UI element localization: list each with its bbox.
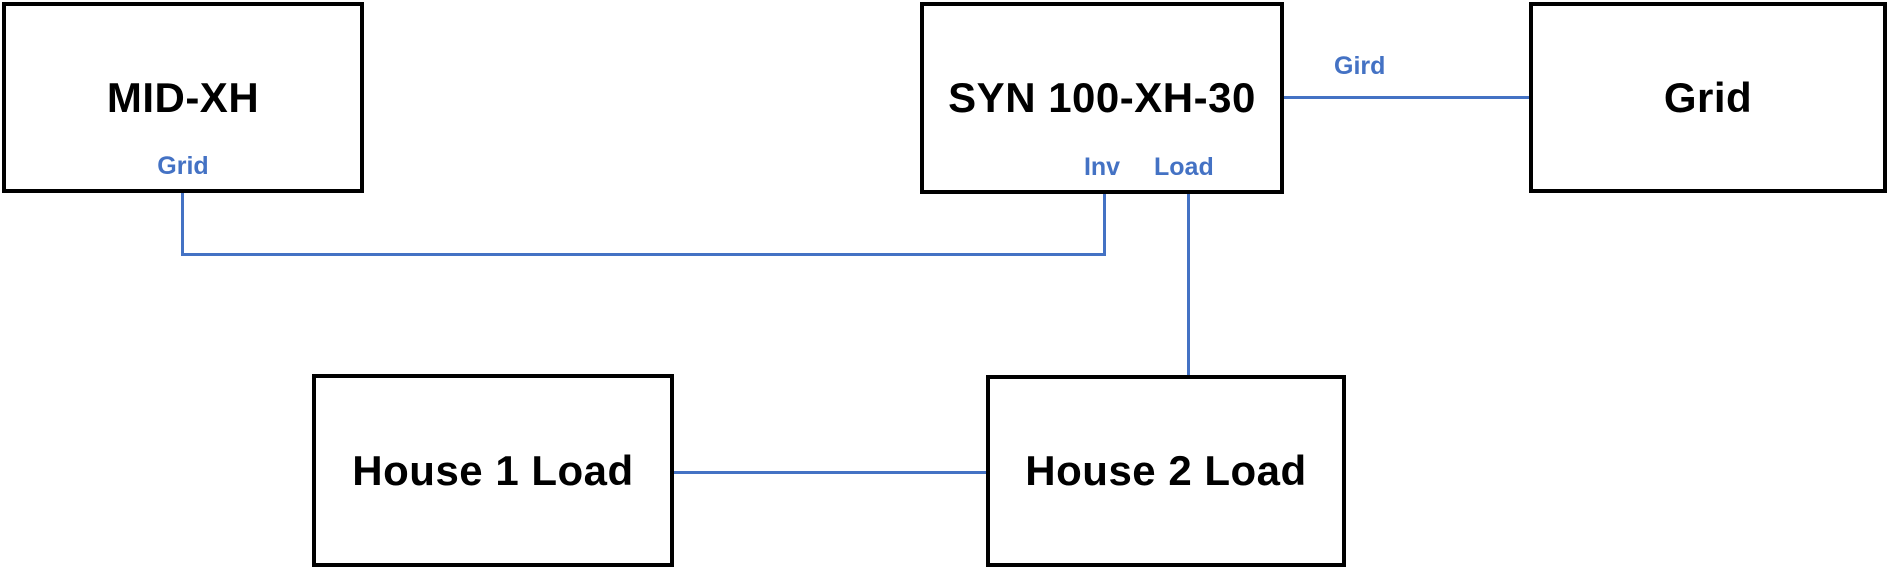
connector-syn-to-grid[interactable] [1283,96,1531,99]
port-label-mid-xh-grid: Grid [157,152,209,180]
node-grid[interactable]: Grid [1529,2,1887,193]
port-label-syn-load: Load [1154,153,1214,181]
connector-house1-to-house2[interactable] [672,471,988,474]
node-house1-title: House 1 Load [352,446,634,494]
node-house1-load[interactable]: House 1 Load [312,374,674,567]
node-house2-load[interactable]: House 2 Load [986,375,1346,567]
connector-midxh-to-syn-horizontal[interactable] [181,253,1106,256]
node-grid-title: Grid [1663,73,1753,121]
node-house2-title: House 2 Load [1025,447,1307,494]
port-label-syn-inv: Inv [1083,153,1121,181]
node-syn-title: SYN 100-XH-30 [948,74,1256,121]
node-syn-100-xh-30[interactable]: SYN 100-XH-30 Inv Load [920,2,1284,194]
edge-label-gird: Gird [1334,52,1386,80]
connector-syn-load-to-house2[interactable] [1187,192,1190,377]
node-mid-xh-title: MID-XH [106,73,260,121]
connector-midxh-grid-vertical[interactable] [181,192,184,256]
connector-syn-inv-vertical[interactable] [1103,192,1106,256]
node-mid-xh[interactable]: MID-XH Grid [2,2,364,193]
